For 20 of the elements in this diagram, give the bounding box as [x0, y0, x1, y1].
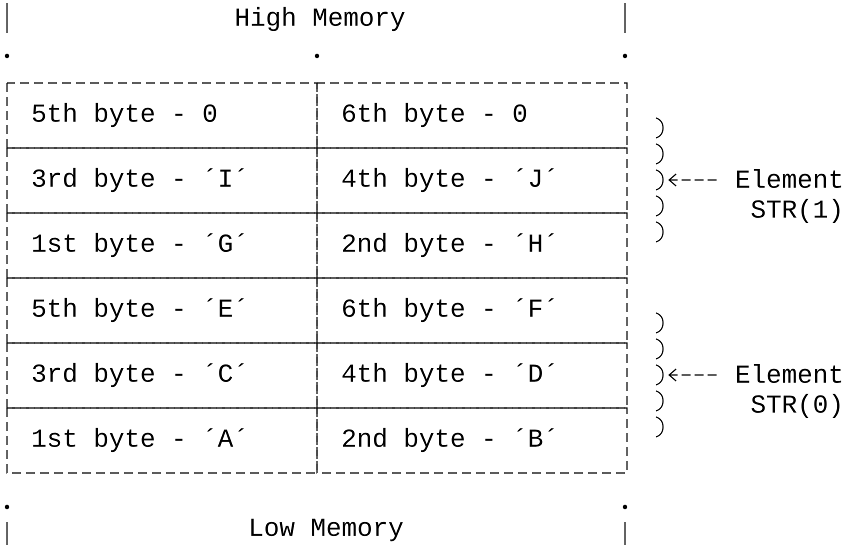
memory-cell: 6th byte - ´F´	[316, 277, 628, 344]
memory-cell: 6th byte - 0	[316, 82, 628, 149]
memory-cell: 5th byte - ´E´	[6, 277, 318, 344]
memory-cell: 1st byte - ´A´	[6, 407, 318, 474]
memory-label: Low Memory	[251, 518, 403, 542]
memory-cell: 2nd byte - ´B´	[316, 407, 628, 474]
arrow	[668, 368, 717, 382]
memory-label: High Memory	[236, 6, 405, 32]
element-label: Element STR(1)	[737, 168, 842, 223]
bracket	[656, 117, 664, 243]
memory-cell: 2nd byte - ´H´	[316, 212, 628, 279]
element-label: Element STR(0)	[737, 364, 842, 418]
memory-cell: 1st byte - ´G´	[6, 212, 318, 279]
bracket	[656, 312, 664, 438]
arrow	[668, 174, 717, 186]
memory-cell: 3rd byte - ´I´	[6, 147, 318, 214]
memory-cell: 3rd byte - ´C´	[6, 342, 318, 409]
memory-cell: 4th byte - ´J´	[316, 147, 628, 214]
memory-cell: 4th byte - ´D´	[316, 342, 628, 409]
memory-cell: 5th byte - 0	[6, 82, 318, 149]
